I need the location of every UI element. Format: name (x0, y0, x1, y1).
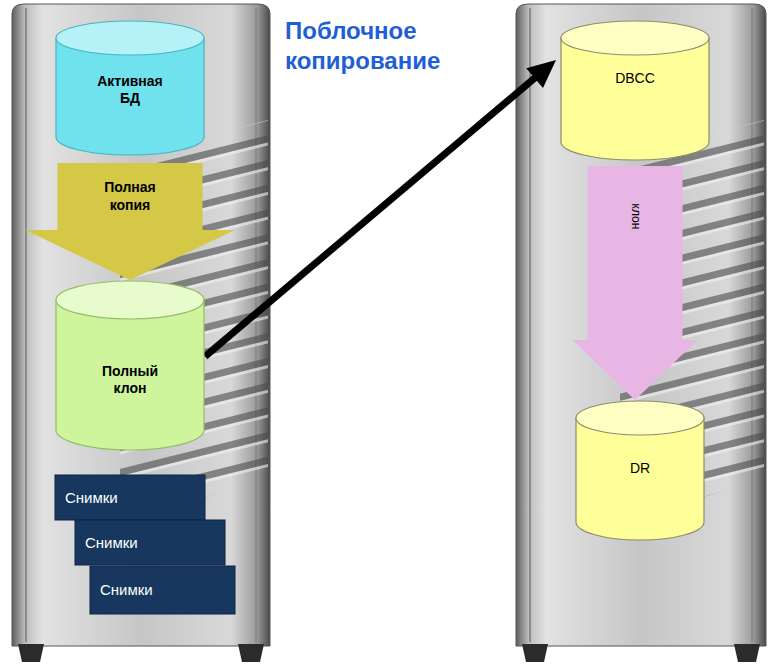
node-text: DR (590, 460, 690, 477)
cylinder-body (56, 300, 204, 450)
cylinder-top (576, 401, 704, 435)
arrow-line (205, 77, 536, 357)
dr-cylinder: DR (575, 400, 705, 540)
node-text: Активная БД (90, 73, 170, 107)
block-arrow-shape (25, 163, 235, 280)
node-text: DBCC (575, 70, 695, 87)
box-fill (75, 520, 225, 565)
box-fill (55, 475, 205, 520)
cylinder-shape (560, 20, 710, 160)
node-text: Полный клон (90, 363, 170, 397)
cylinder-top (561, 21, 709, 55)
snapshot-box: Снимки (55, 475, 205, 520)
box-fill (90, 566, 235, 614)
snapshot-box: Снимки (75, 520, 225, 565)
snapshot-box: Снимки (90, 566, 235, 614)
right-tower (516, 4, 766, 662)
copy-arrow (205, 77, 536, 357)
block-arrow (25, 163, 235, 280)
cylinder-top (56, 21, 204, 55)
block-arrow-shape (573, 166, 698, 400)
edge-label: Поблочное копирование (285, 16, 460, 76)
database-cylinder: Активная БД (55, 20, 205, 155)
clone-cylinder: Полный клон (55, 280, 205, 450)
arrow-head (526, 60, 556, 88)
node-text: Снимки (100, 581, 225, 599)
node-text: Снимки (85, 534, 215, 552)
edge-label: клон (628, 186, 643, 246)
cylinder-body (561, 38, 709, 160)
cylinder-top (56, 281, 204, 319)
node-text: Снимки (65, 489, 195, 507)
dbcc-cylinder: DBCC (560, 20, 710, 160)
cylinder-body (576, 418, 704, 540)
block-arrow (573, 166, 698, 400)
edge-label: Полная копия (90, 179, 170, 214)
